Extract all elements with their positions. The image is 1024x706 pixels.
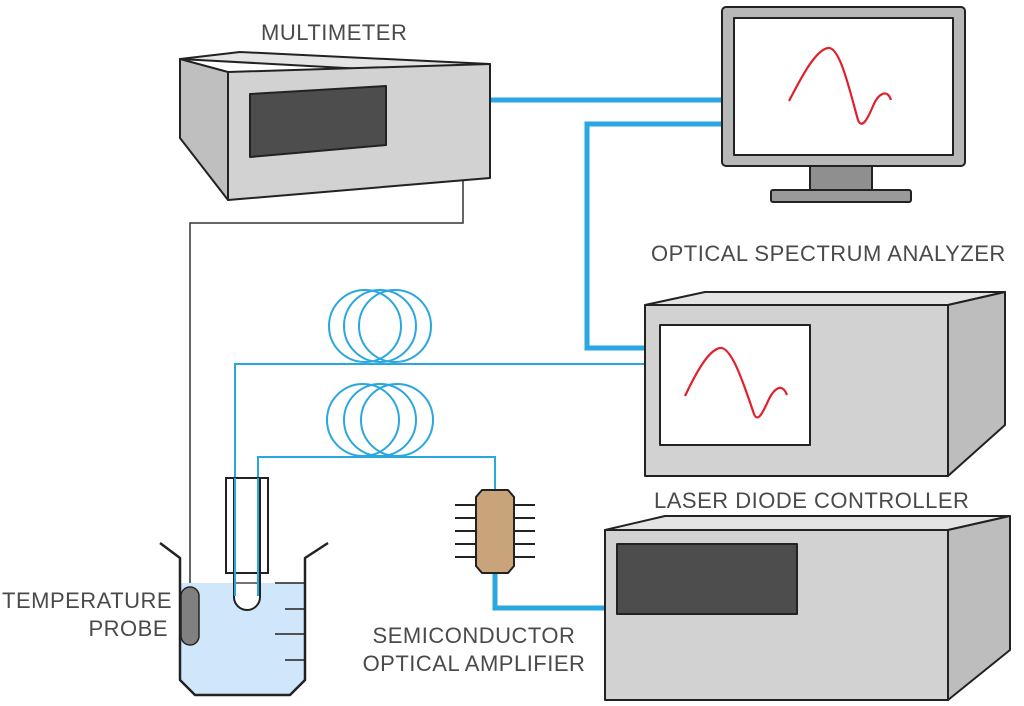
outer-sleeve	[225, 477, 269, 574]
multimeter-side	[179, 58, 229, 201]
label-optical-spectrum-analyzer: OPTICAL SPECTRUM ANALYZER	[651, 241, 1006, 266]
fiber-coil-lower	[326, 383, 434, 457]
beaker-graduations	[275, 582, 305, 661]
ldc-display	[616, 543, 798, 615]
label-temperature-probe-line2: PROBE	[88, 616, 168, 641]
label-temperature-probe-line1: TEMPERATURE	[2, 588, 173, 613]
monitor	[721, 6, 966, 203]
optical-fibers	[234, 363, 645, 490]
monitor-neck	[809, 165, 873, 193]
optical-spectrum-analyzer	[644, 291, 1006, 477]
label-soa-line1: SEMICONDUCTOR	[372, 623, 576, 648]
monitor-stand-base	[770, 189, 912, 203]
osa-screen	[659, 324, 811, 446]
beaker-water	[180, 583, 305, 695]
monitor-spectrum-trace	[788, 46, 893, 125]
osa-spectrum-trace	[684, 346, 789, 419]
fiber-coil-upper	[328, 289, 432, 363]
ldc-side	[947, 515, 1011, 701]
cable-soa-ldc	[492, 573, 610, 611]
soa-pins	[455, 504, 535, 558]
osa-side	[947, 291, 1006, 477]
beaker	[159, 541, 329, 697]
fiber-to-osa	[234, 363, 645, 478]
soa-chip	[455, 489, 535, 574]
multimeter	[179, 51, 491, 201]
cables	[189, 97, 722, 611]
label-laser-diode-controller: LASER DIODE CONTROLLER	[654, 488, 970, 513]
osa-top	[644, 291, 1006, 306]
multimeter-display	[249, 85, 387, 158]
inner-tube	[233, 478, 261, 611]
soa-body	[475, 489, 515, 574]
fiber-holder-tube	[225, 477, 269, 611]
laser-diode-controller	[604, 515, 1011, 701]
label-soa-line2: OPTICAL AMPLIFIER	[362, 651, 586, 676]
monitor-screen	[733, 17, 954, 156]
fiber-to-soa	[257, 456, 496, 490]
beaker-glass	[159, 541, 329, 697]
temperature-probe	[180, 586, 200, 646]
wire-multimeter-probe	[189, 140, 464, 588]
label-multimeter: MULTIMETER	[261, 20, 408, 45]
ldc-top	[604, 515, 1011, 531]
cable-monitor-osa	[584, 121, 722, 351]
